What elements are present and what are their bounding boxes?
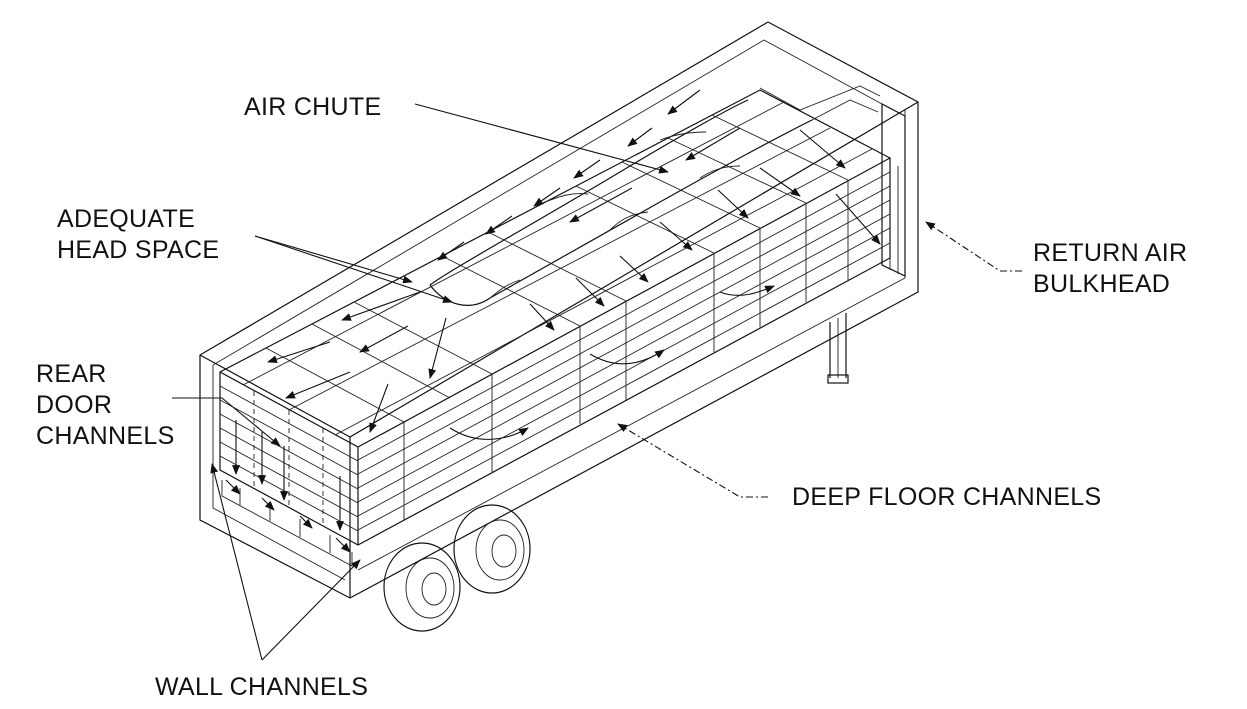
rear-door-line-3: CHANNELS: [36, 422, 175, 450]
head-space-line-1: ADEQUATE: [57, 205, 196, 233]
return-air-bulkhead-label: RETURN AIR BULKHEAD: [1033, 238, 1187, 300]
wall-channels-text: WALL CHANNELS: [155, 673, 369, 701]
rear-door-channels-label: REAR DOOR CHANNELS: [36, 359, 175, 452]
deep-floor-text: DEEP FLOOR CHANNELS: [792, 483, 1102, 511]
landing-gear: [827, 313, 849, 384]
wall-channels-label: WALL CHANNELS: [155, 672, 368, 703]
deep-floor-channels-label: DEEP FLOOR CHANNELS: [792, 482, 1101, 513]
head-space-line-2: HEAD SPACE: [57, 236, 220, 264]
return-air-bulkhead: [759, 85, 906, 277]
cargo-stack: [219, 89, 891, 567]
airflow-arrows: [225, 89, 881, 553]
rear-door-line-2: DOOR: [36, 391, 113, 419]
air-chute-label: AIR CHUTE: [244, 92, 381, 123]
leader-lines: [172, 103, 1022, 661]
air-chute-text: AIR CHUTE: [244, 93, 382, 121]
air-chute: [429, 99, 813, 306]
rear-door-line-1: REAR: [36, 360, 107, 388]
trailer-wheels: [383, 504, 531, 632]
return-air-line-1: RETURN AIR: [1033, 239, 1188, 267]
return-air-line-2: BULKHEAD: [1033, 270, 1171, 298]
head-space-label: ADEQUATE HEAD SPACE: [57, 204, 219, 266]
